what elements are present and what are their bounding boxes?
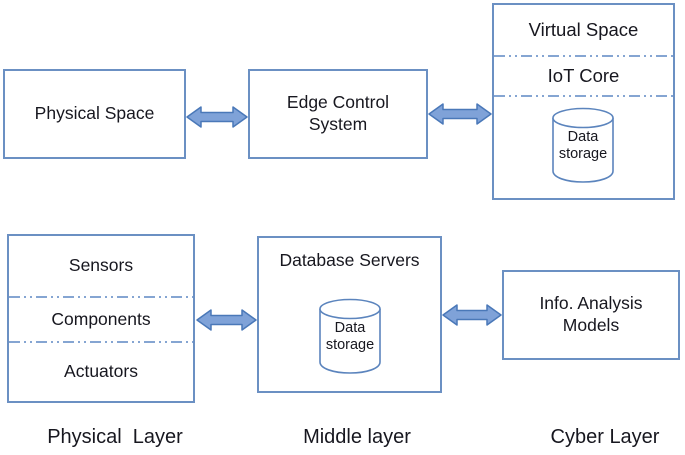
virtual-space-label: Virtual Space [528,19,639,41]
components-label: Components [51,308,151,329]
cyber-layer-caption: Cyber Layer [550,426,660,448]
database-cylinder-icon: Data storage [318,298,382,374]
database-servers-label: Database Servers [279,250,420,270]
iot-core-label: IoT Core [547,65,620,87]
components-section: Components [9,298,193,341]
middle-layer-caption: Middle layer [303,426,411,448]
double-arrow-icon [186,106,248,128]
edge-control-system-box: Edge Control System [248,69,428,159]
data-storage-label: Data storage [318,320,382,355]
data-storage-line2: storage [325,337,375,354]
info-analysis-models-label: Info. Analysis Models [539,293,642,337]
dash-dot-divider [9,341,193,343]
physical-layer-box: Sensors Components Actuators [7,234,195,403]
virtual-space-box: Virtual Space IoT Core Data storage [492,3,675,200]
double-arrow-icon [428,103,492,125]
sensors-label: Sensors [68,255,134,276]
double-arrow-icon [196,309,257,331]
data-storage-line1: Data [567,129,599,145]
physical-space-label: Physical Space [34,103,155,124]
database-servers-box: Database Servers Data storage [257,236,442,393]
info-analysis-line2: Models [562,315,620,335]
info-analysis-models-box: Info. Analysis Models [502,270,680,360]
double-arrow-icon [442,304,502,326]
edge-control-line2: System [308,114,368,134]
data-storage-line1: Data [334,320,366,336]
physical-space-box: Physical Space [3,69,186,159]
sensors-section: Sensors [9,236,193,296]
dash-dot-divider [494,95,673,97]
actuators-label: Actuators [64,361,138,382]
dash-dot-divider [9,296,193,298]
database-cylinder-icon: Data storage [551,107,615,183]
edge-control-line1: Edge Control [286,92,390,113]
data-storage-label: Data storage [551,129,615,164]
virtual-storage-section: Data storage [494,97,673,198]
iot-core-section: IoT Core [494,57,673,95]
dash-dot-divider [494,55,673,57]
data-storage-line2: storage [558,146,608,163]
info-analysis-line1: Info. Analysis [539,293,643,314]
virtual-space-section: Virtual Space [494,5,673,55]
actuators-section: Actuators [9,343,193,401]
edge-control-system-label: Edge Control System [287,92,389,136]
physical-layer-caption: Physical Layer [47,426,183,448]
